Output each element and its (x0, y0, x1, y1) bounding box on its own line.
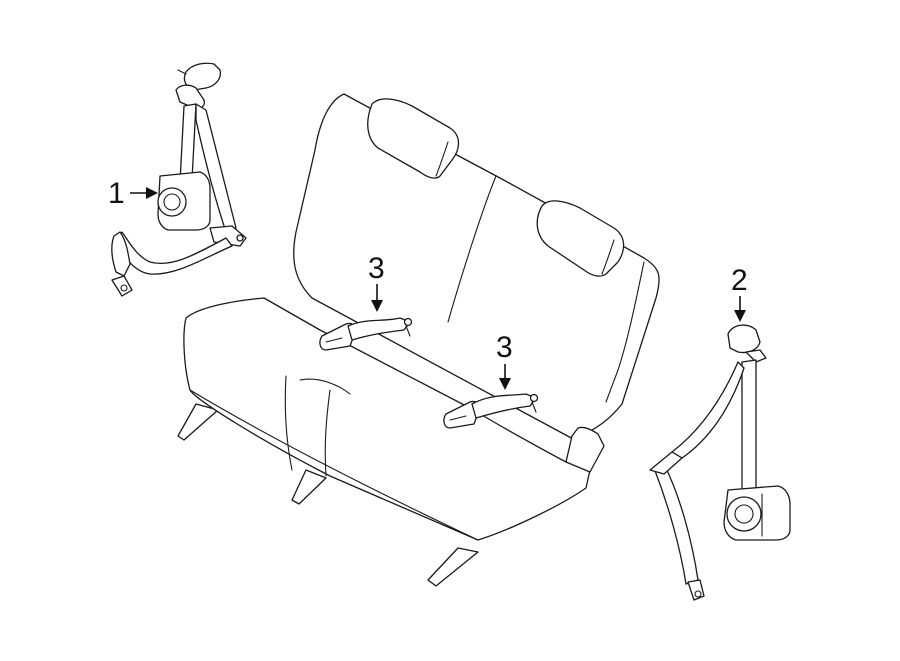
seat-belt-buckle-right (443, 393, 539, 429)
cushion-side-tab (565, 426, 605, 473)
rear-seat (177, 93, 660, 587)
callout-2: 2 (731, 264, 748, 322)
callout-label-1: 1 (108, 177, 125, 210)
callout-3a: 3 (368, 252, 385, 312)
headrest-left (367, 98, 460, 179)
seat-back-contour (605, 261, 645, 403)
callout-3b: 3 (496, 331, 513, 390)
seat-belt-buckle-left (319, 317, 413, 351)
seat-leg-right (427, 547, 479, 587)
seat-back-split (447, 175, 497, 323)
seat-leg-left (177, 403, 219, 441)
seat-leg-middle (291, 469, 327, 505)
seat-belt-retractor-left (111, 62, 247, 297)
callout-1: 1 (108, 177, 158, 210)
seat-belt-retractor-right (649, 324, 791, 601)
callout-label-3a: 3 (368, 252, 385, 285)
headrest-right (536, 200, 625, 277)
cushion-split (284, 375, 293, 471)
callout-label-3b: 3 (496, 331, 513, 364)
retractor-spool-right (726, 496, 762, 532)
callout-label-2: 2 (731, 264, 748, 297)
retractor-spool-left (157, 187, 187, 217)
